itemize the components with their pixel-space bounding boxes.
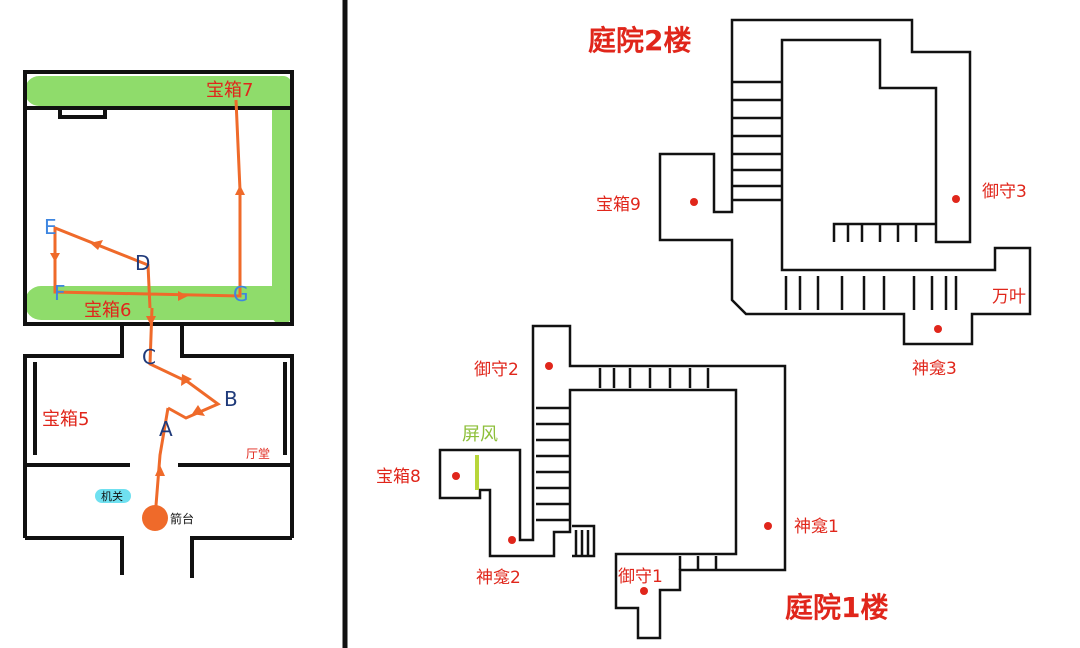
point-B: B [224, 387, 238, 411]
point-F: F [54, 281, 66, 305]
chest9-label: 宝箱9 [596, 195, 641, 215]
point-A: A [159, 417, 173, 441]
route-arrows [50, 185, 245, 476]
chest7-label: 宝箱7 [206, 80, 253, 101]
arrow-stand-marker [142, 505, 168, 531]
shrine2-dot [508, 536, 516, 544]
screen-label: 屏风 [462, 424, 498, 445]
point-G: G [233, 282, 249, 306]
chest5-label: 宝箱5 [42, 409, 89, 430]
green-band-right [272, 76, 292, 324]
courtyard-2f-walls [658, 18, 1032, 346]
chest8-label: 宝箱8 [376, 467, 421, 487]
mechanism-tag [95, 489, 131, 503]
chest6-label: 宝箱6 [84, 300, 131, 321]
point-D: D [135, 251, 150, 275]
courtyard-2f-title: 庭院2楼 [588, 24, 691, 57]
courtyard-1f-title: 庭院1楼 [785, 591, 888, 624]
charm3-dot [952, 195, 960, 203]
mechanism-label: 机关 [101, 489, 123, 503]
shrine1-dot [764, 522, 772, 530]
charm1-label: 御守1 [618, 567, 663, 587]
chest8-dot [452, 472, 460, 480]
point-E: E [44, 215, 57, 239]
point-C: C [142, 345, 156, 369]
shrine3-dot [934, 325, 942, 333]
shrine1-label: 神龛1 [794, 517, 839, 537]
courtyard-2f-map: 庭院2楼 宝箱9 御守3 万叶 神龛3 [588, 18, 1032, 379]
hall-label: 厅堂 [246, 447, 270, 461]
chest9-dot [690, 198, 698, 206]
charm2-dot [545, 362, 553, 370]
arrow-stand-label: 箭台 [170, 511, 194, 526]
shrine3-label: 神龛3 [912, 359, 957, 379]
green-band-top [25, 76, 291, 106]
left-map-walls [23, 70, 294, 578]
left-map: 宝箱7 宝箱6 宝箱5 厅堂 机关 箭台 A B C D E F G [23, 70, 294, 578]
kazuha-label: 万叶 [992, 287, 1026, 307]
courtyard-1f-walls [438, 324, 787, 640]
shrine2-label: 神龛2 [476, 568, 521, 588]
charm2-label: 御守2 [474, 360, 519, 380]
charm1-dot [640, 587, 648, 595]
courtyard-1f-map: 庭院1楼 御守2 屏风 宝箱8 神龛1 神龛2 御守1 [376, 324, 888, 640]
charm3-label: 御守3 [982, 182, 1027, 202]
